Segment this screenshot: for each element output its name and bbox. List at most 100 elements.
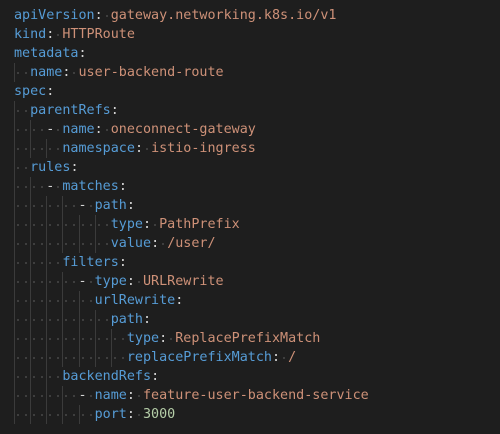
indent-guide: [46, 329, 48, 348]
code-line[interactable]: -name:oneconnect-gateway: [14, 120, 369, 139]
yaml-value: /user/: [167, 236, 216, 251]
yaml-key: name: [30, 65, 63, 80]
value-whitespace: [135, 386, 143, 405]
indent-guide: [30, 310, 32, 329]
value-whitespace: [103, 120, 111, 139]
code-line[interactable]: -matches:: [14, 177, 369, 196]
indent-guide: [46, 272, 48, 291]
code-line[interactable]: apiVersion:gateway.networking.k8s.io/v1: [14, 6, 369, 25]
value-whitespace: [280, 348, 288, 367]
code-line[interactable]: type:PathPrefix: [14, 215, 369, 234]
indent-guide: [46, 291, 48, 310]
indent-guide: [14, 386, 15, 405]
indent-whitespace: [14, 310, 111, 329]
code-line[interactable]: urlRewrite:: [14, 291, 369, 310]
indent-whitespace: [14, 215, 111, 234]
indent-guide: [14, 329, 15, 348]
code-line[interactable]: -type:URLRewrite: [14, 272, 369, 291]
dash-whitespace: [87, 386, 95, 405]
yaml-key: name: [94, 388, 127, 403]
yaml-colon: :: [143, 312, 152, 327]
code-line[interactable]: -path:: [14, 196, 369, 215]
yaml-colon: :: [175, 293, 184, 308]
list-dash: -: [78, 388, 87, 403]
indent-guide: [78, 215, 80, 234]
dash-whitespace: [54, 120, 62, 139]
indent-guide: [30, 215, 32, 234]
indent-guide: [30, 386, 32, 405]
code-line[interactable]: path:: [14, 310, 369, 329]
dash-whitespace: [87, 272, 95, 291]
indent-guide: [110, 348, 112, 367]
code-line[interactable]: backendRefs:: [14, 367, 369, 386]
yaml-colon: :: [70, 160, 79, 175]
dash-whitespace: [54, 177, 62, 196]
code-line[interactable]: value:/user/: [14, 234, 369, 253]
yaml-colon: :: [126, 407, 135, 422]
yaml-colon: :: [272, 350, 281, 365]
indent-guide: [62, 348, 64, 367]
code-line[interactable]: name:user-backend-route: [14, 63, 369, 82]
indent-guide: [14, 101, 15, 120]
indent-guide: [78, 310, 80, 329]
indent-whitespace: [14, 291, 95, 310]
code-line[interactable]: type:ReplacePrefixMatch: [14, 329, 369, 348]
code-line[interactable]: namespace:istio-ingress: [14, 139, 369, 158]
indent-guide: [78, 348, 80, 367]
indent-guide: [30, 177, 32, 196]
indent-guide: [14, 177, 15, 196]
list-dash: -: [78, 198, 87, 213]
dash-whitespace: [87, 196, 95, 215]
indent-guide: [46, 348, 48, 367]
indent-guide: [94, 234, 96, 253]
indent-guide: [30, 272, 32, 291]
indent-guide: [62, 310, 64, 329]
yaml-colon: :: [126, 274, 135, 289]
code-line[interactable]: spec:: [14, 82, 369, 101]
code-line[interactable]: parentRefs:: [14, 101, 369, 120]
yaml-key: type: [110, 217, 143, 232]
indent-guide: [94, 329, 96, 348]
indent-guide: [14, 63, 15, 82]
indent-guide: [14, 310, 15, 329]
code-line[interactable]: metadata:: [14, 44, 369, 63]
yaml-value: feature-user-backend-service: [143, 388, 369, 403]
code-line[interactable]: rules:: [14, 158, 369, 177]
value-whitespace: [70, 63, 78, 82]
indent-guide: [30, 367, 32, 386]
yaml-key: metadata: [14, 46, 79, 61]
indent-whitespace: [14, 196, 79, 215]
yaml-colon: :: [159, 331, 168, 346]
indent-guide: [46, 367, 48, 386]
indent-guide: [30, 405, 32, 424]
value-whitespace: [135, 405, 143, 424]
indent-guide: [62, 329, 64, 348]
indent-whitespace: [14, 101, 30, 120]
code-line[interactable]: -name:feature-user-backend-service: [14, 386, 369, 405]
indent-guide: [14, 120, 15, 139]
yaml-colon: :: [46, 27, 55, 42]
yaml-colon: :: [94, 122, 103, 137]
yaml-value: ReplacePrefixMatch: [175, 331, 321, 346]
indent-guide: [62, 272, 64, 291]
indent-guide: [46, 310, 48, 329]
code-line[interactable]: filters:: [14, 253, 369, 272]
code-line[interactable]: port:3000: [14, 405, 369, 424]
indent-guide: [110, 329, 112, 348]
yaml-colon: :: [151, 236, 160, 251]
yaml-value: HTTPRoute: [62, 27, 135, 42]
code-line[interactable]: replacePrefixMatch:/: [14, 348, 369, 367]
yaml-key: urlRewrite: [94, 293, 176, 308]
code-line[interactable]: kind: HTTPRoute: [14, 25, 369, 44]
indent-guide: [14, 215, 15, 234]
yaml-key: kind: [14, 27, 47, 42]
indent-guide: [14, 405, 15, 424]
indent-guide: [46, 234, 48, 253]
yaml-colon: :: [62, 65, 71, 80]
indent-guide: [14, 291, 15, 310]
indent-whitespace: [14, 120, 46, 139]
indent-guide: [78, 291, 80, 310]
yaml-key: rules: [30, 160, 71, 175]
